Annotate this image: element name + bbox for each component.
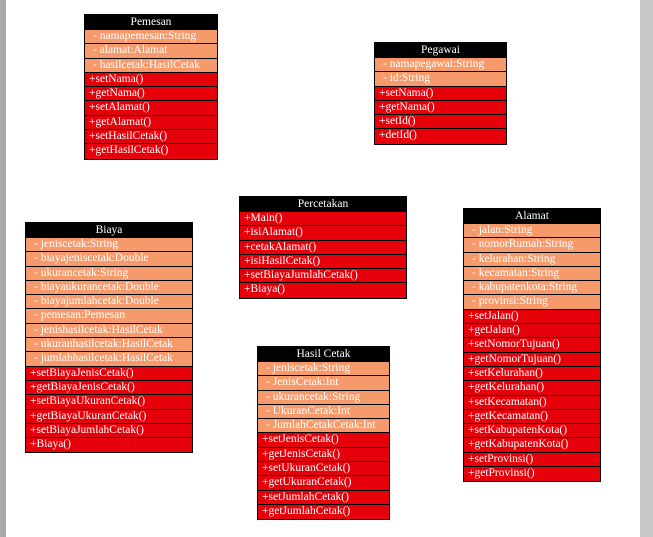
class-name: Biaya: [26, 223, 192, 238]
class-attribute: - alamat:Alamat: [85, 44, 217, 59]
class-method: +Biaya(): [26, 438, 192, 453]
class-box-alamat: Alamat- jalan:String- nomorRumah:String-…: [463, 208, 601, 483]
class-method: +setNomorTujuan(): [464, 338, 600, 353]
class-method: +setNama(): [375, 86, 506, 101]
class-attribute: - jenishasilcetak:HasilCetak: [26, 323, 192, 339]
class-attribute: - kecamatan:String: [464, 266, 600, 282]
window-edge: [640, 0, 653, 537]
class-box-biaya: Biaya- jeniscetak:String- biayajenisceta…: [25, 222, 193, 454]
class-method: +setHasilCetak(): [85, 130, 217, 145]
class-method: +setKecamatan(): [464, 395, 600, 410]
class-method: +isiAlamat(): [240, 226, 406, 241]
class-name: Percetakan: [240, 197, 406, 212]
class-box-percetakan: Percetakan+Main()+isiAlamat()+cetakAlama…: [239, 196, 407, 299]
class-attribute: - biayajumlahcetak:Double: [26, 295, 192, 310]
class-method: +setAlamat(): [85, 101, 217, 116]
class-method: +setProvinsi(): [464, 452, 600, 468]
class-method: +getNama(): [85, 87, 217, 102]
class-attribute: - jalan:String: [464, 224, 600, 239]
class-method: +getBiayaJenisCetak(): [26, 380, 192, 396]
class-attribute: - JenisCetak:Int: [258, 376, 389, 391]
class-method: +detId(): [375, 129, 506, 144]
class-method: +getNomorTujuan(): [464, 352, 600, 367]
class-method: +getUkuranCetak(): [258, 476, 389, 491]
class-method: +getProvinsi(): [464, 467, 600, 482]
class-method: +getAlamat(): [85, 115, 217, 131]
class-method: +getNama(): [375, 100, 506, 116]
class-attribute: - namapegawai:String: [375, 58, 506, 73]
class-method: +setKabupatenKota(): [464, 424, 600, 439]
class-method: +setJumlahCetak(): [258, 490, 389, 505]
class-attribute: - hasilcetak:HasilCetak: [85, 58, 217, 73]
class-method: +setUkuranCetak(): [258, 462, 389, 477]
class-method: +setBiayaJenisCetak(): [26, 366, 192, 381]
class-method: +getBiayaUkuranCetak(): [26, 409, 192, 424]
class-name: Hasil Cetak: [258, 347, 389, 362]
class-method: +getKelurahan(): [464, 381, 600, 396]
class-attribute: - ukurancetak:String: [258, 390, 389, 405]
class-method: +isiHasilCetak(): [240, 254, 406, 270]
class-attribute: - ukuranhasilcetak:HasilCetak: [26, 338, 192, 353]
class-method: +setJalan(): [464, 309, 600, 325]
class-attribute: - provinsi:String: [464, 295, 600, 310]
class-method: +setKelurahan(): [464, 366, 600, 382]
class-method: +cetakAlamat(): [240, 240, 406, 255]
class-method: +setBiayaJumlahCetak(): [26, 423, 192, 439]
class-method: +getJumlahCetak(): [258, 504, 389, 520]
class-method: +setJenisCetak(): [258, 433, 389, 448]
class-attribute: - namapemesan:String: [85, 30, 217, 45]
class-attribute: - JumlahCetakCetak:Int: [258, 419, 389, 434]
class-method: +getKecamatan(): [464, 409, 600, 425]
class-attribute: - jeniscetak:String: [26, 238, 192, 253]
class-attribute: - id:String: [375, 72, 506, 87]
class-method: +setBiayaJumlahCetak(): [240, 269, 406, 284]
class-name: Pemesan: [85, 15, 217, 30]
class-method: +setBiayaUkuranCetak(): [26, 395, 192, 410]
class-box-pemesan: Pemesan- namapemesan:String- alamat:Alam…: [84, 14, 218, 160]
class-attribute: - jeniscetak:String: [258, 362, 389, 377]
class-name: Alamat: [464, 209, 600, 224]
class-method: +getJenisCetak(): [258, 447, 389, 463]
class-box-hasil-cetak: Hasil Cetak- jeniscetak:String- JenisCet…: [257, 346, 390, 521]
class-attribute: - ukurancetak:String: [26, 266, 192, 281]
class-method: +setId(): [375, 115, 506, 130]
class-attribute: - nomorRumah:String: [464, 238, 600, 253]
class-attribute: - kabupatenkota:String: [464, 281, 600, 296]
class-name: Pegawai: [375, 43, 506, 58]
class-method: +setNama(): [85, 72, 217, 88]
class-attribute: - pemesan:Pemesan: [26, 309, 192, 324]
class-method: +getKabupatenKota(): [464, 438, 600, 453]
class-method: +getJalan(): [464, 324, 600, 339]
class-attribute: - kelurahan:String: [464, 252, 600, 267]
class-attribute: - biayajeniscetak:Double: [26, 252, 192, 267]
class-method: +getHasilCetak(): [85, 144, 217, 159]
class-attribute: - jumlahhasilcetak:HasilCetak: [26, 352, 192, 367]
class-method: +Main(): [240, 212, 406, 227]
class-box-pegawai: Pegawai- namapegawai:String- id:String+s…: [374, 42, 507, 145]
class-method: +Biaya(): [240, 283, 406, 298]
class-attribute: - UkuranCetak:Int: [258, 404, 389, 420]
class-attribute: - biayaukurancetak:Double: [26, 280, 192, 296]
